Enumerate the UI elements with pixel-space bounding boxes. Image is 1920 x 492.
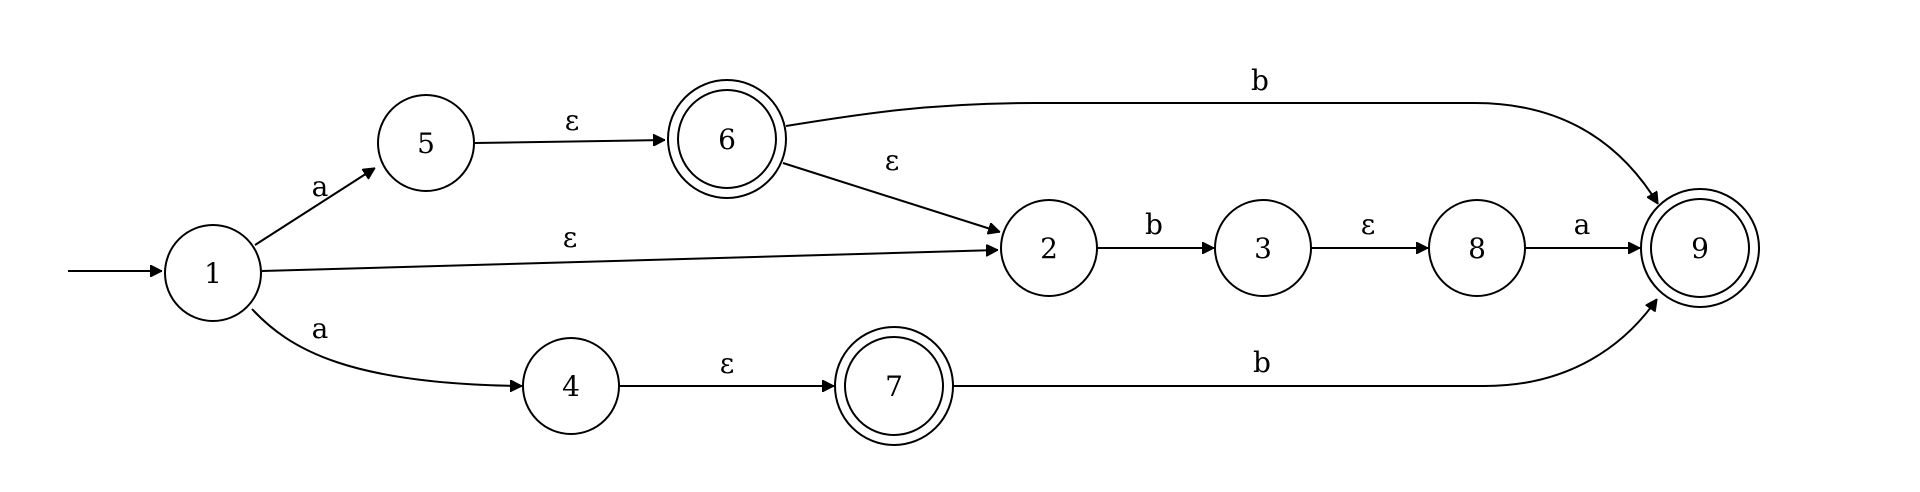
state-6: 6 (667, 79, 787, 199)
state-label: 4 (562, 370, 580, 403)
state-label: 3 (1254, 232, 1272, 265)
edge-label: b (1145, 208, 1163, 241)
edge-label: b (1253, 346, 1271, 379)
state-1: 1 (164, 224, 262, 322)
state-label: 7 (885, 370, 903, 403)
edge-label: ε (720, 347, 735, 380)
state-5: 5 (377, 94, 475, 192)
edge-label: ε (565, 104, 580, 137)
state-label: 8 (1468, 232, 1486, 265)
edge-2-3: b (1097, 208, 1214, 248)
state-8: 8 (1428, 199, 1526, 297)
state-7: 7 (834, 326, 954, 446)
edge-label: ε (885, 144, 900, 177)
state-label: 6 (718, 123, 736, 156)
state-9: 9 (1640, 188, 1760, 308)
edge-3-8: ε (1310, 208, 1428, 248)
edge-label: ε (563, 221, 578, 254)
edge-1-4: a (251, 308, 522, 386)
edge-1-2: ε (261, 221, 998, 272)
edge-8-9: a (1523, 208, 1640, 248)
edge-5-6: ε (474, 104, 665, 143)
state-label: 1 (204, 257, 222, 290)
state-4: 4 (522, 337, 620, 435)
edge-4-7: ε (618, 347, 834, 386)
state-3: 3 (1214, 199, 1312, 297)
edge-label: a (1574, 208, 1591, 241)
state-label: 5 (417, 127, 435, 160)
edge-label: ε (1361, 208, 1376, 241)
edge-6-2: ε (782, 144, 1000, 232)
edge-label: b (1251, 64, 1269, 97)
edge-1-5: a (254, 167, 375, 246)
edge-label: a (312, 170, 329, 203)
state-label: 9 (1691, 232, 1709, 265)
edge-6-9: b (785, 64, 1659, 204)
edge-7-9: b (951, 299, 1658, 387)
edge-label: a (312, 312, 329, 345)
state-2: 2 (1000, 199, 1098, 297)
state-label: 2 (1040, 232, 1058, 265)
